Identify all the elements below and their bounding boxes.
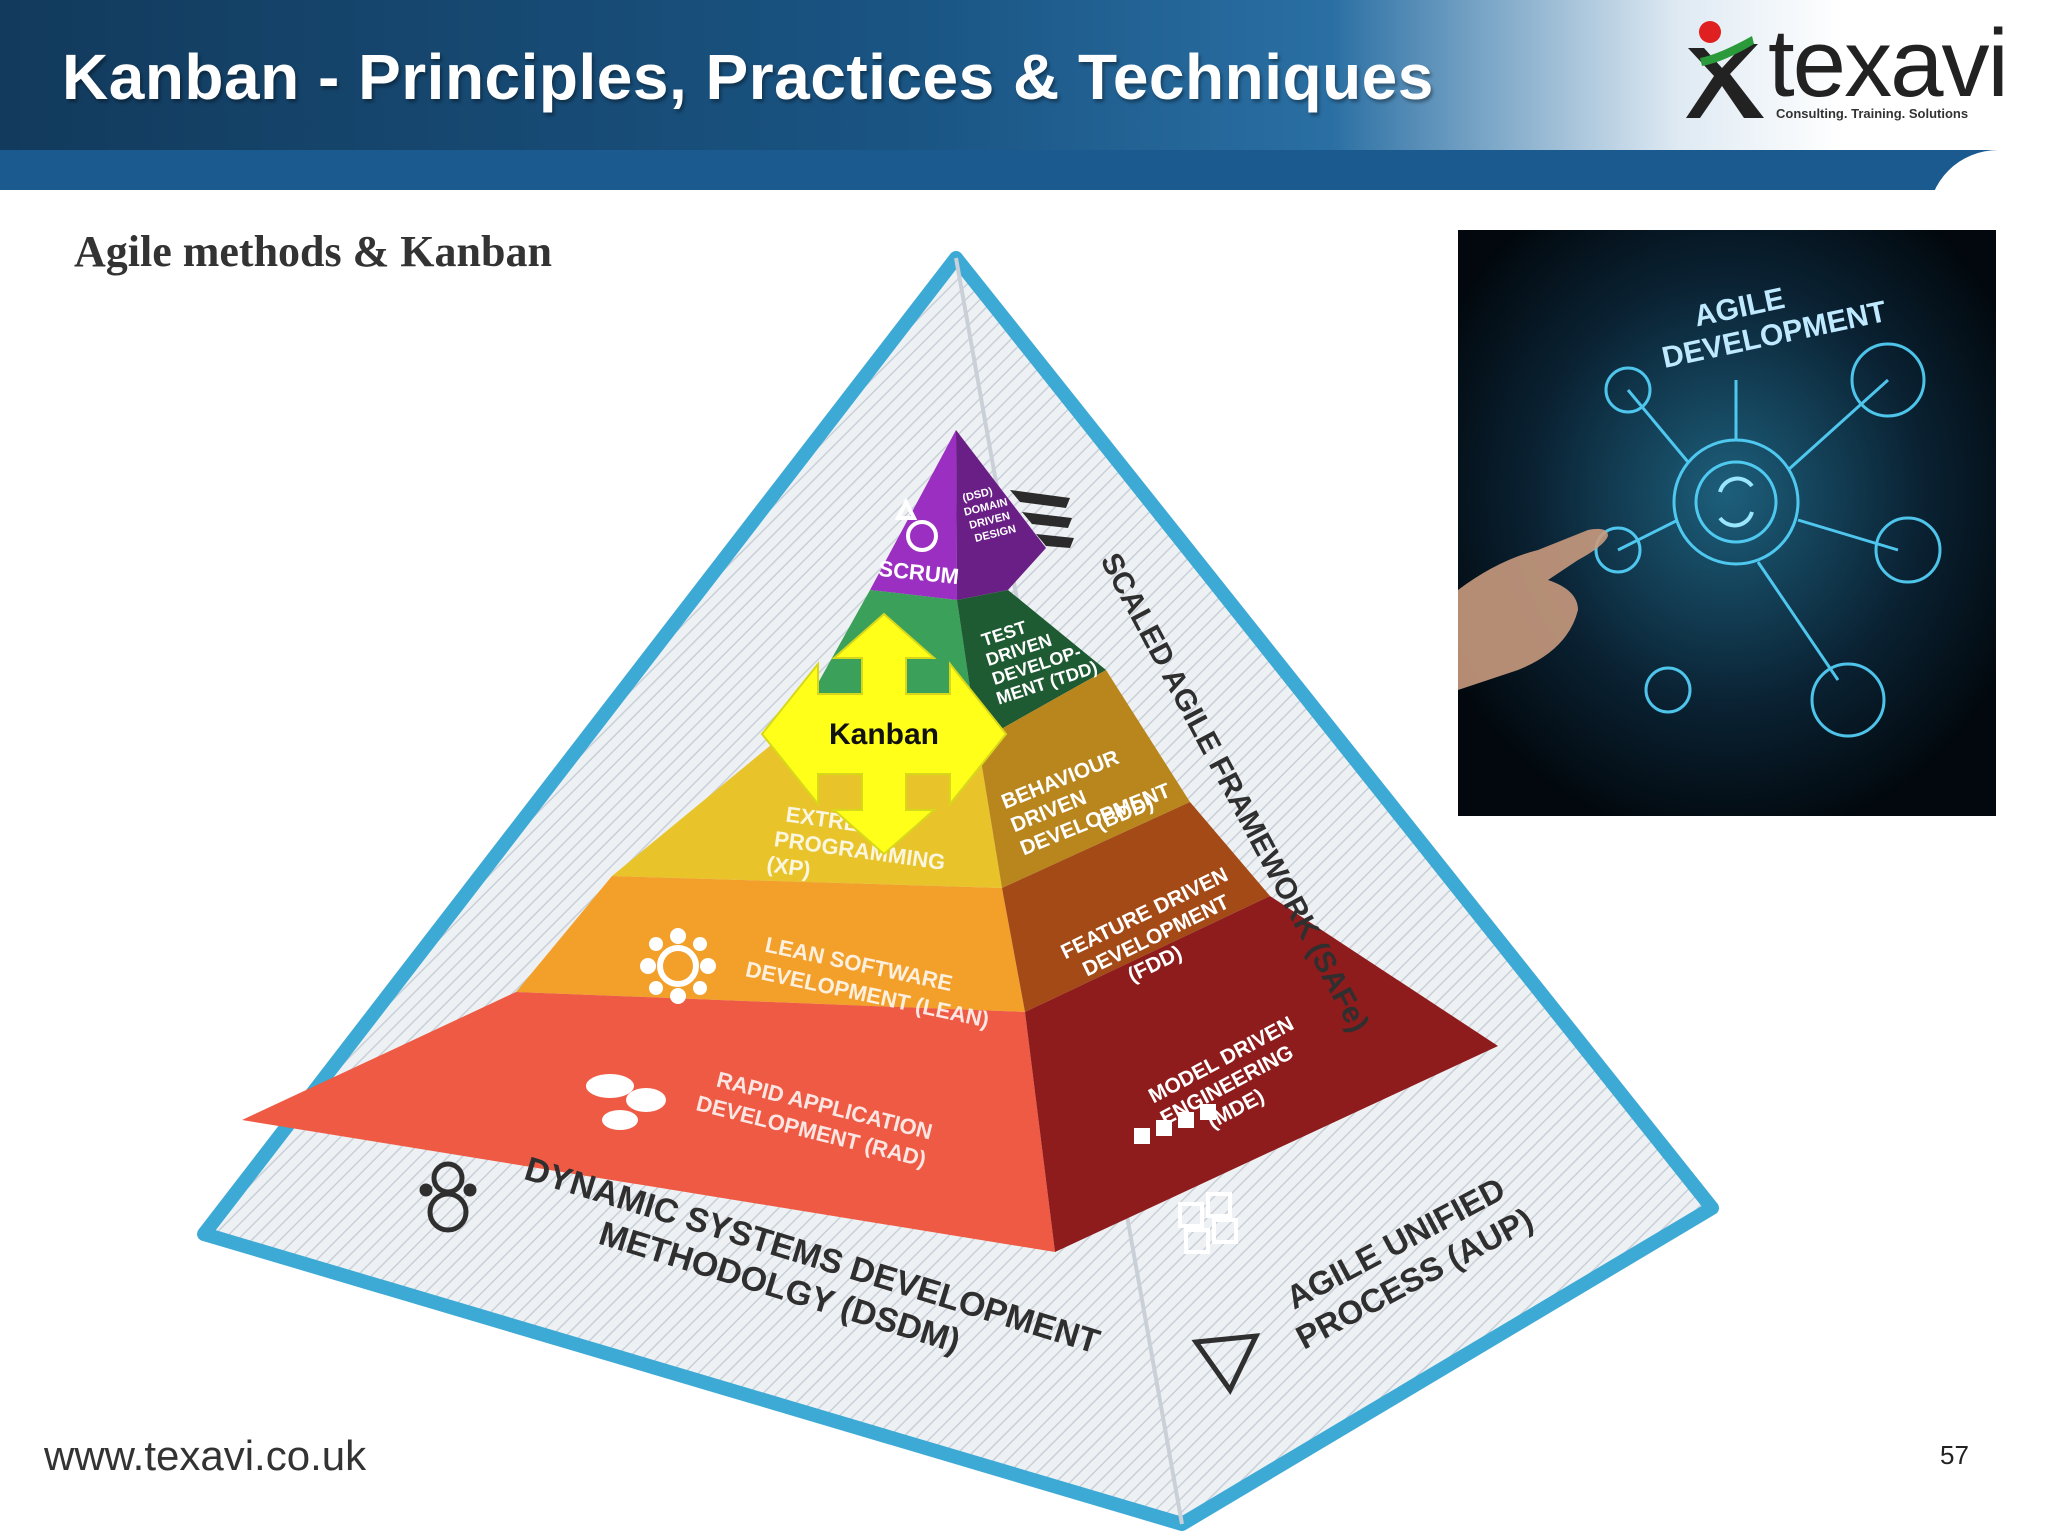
safe-stripes-icon [1010, 490, 1074, 548]
layer-rad [242, 992, 1055, 1252]
sync-icon [1718, 476, 1754, 528]
logo-wordmark: texavi [1768, 10, 2009, 117]
side-layer-ddd [956, 430, 1046, 600]
aup-triangle-icon [1191, 1333, 1261, 1395]
mde-icon [1178, 1192, 1238, 1254]
slide-title: Kanban - Principles, Practices & Techniq… [62, 41, 1434, 113]
scrum-icon [894, 497, 938, 552]
kanban-overlay-label: Kanban [829, 718, 939, 751]
header-stripe [0, 150, 2048, 190]
side-layer-bdd [978, 670, 1190, 888]
logo-tagline: Consulting. Training. Solutions [1776, 106, 1969, 121]
lean-icon [640, 928, 716, 1004]
fdd-icon [1134, 1104, 1216, 1144]
kanban-arrow-shape [760, 612, 1008, 856]
rad-icon [586, 1074, 666, 1130]
agile-development-photo: AGILE DEVELOPMENT [1458, 230, 1996, 816]
side-layer-fdd [1002, 802, 1270, 1012]
layer-xp-label-line3: (XP) [765, 851, 812, 882]
section-subtitle: Agile methods & Kanban [74, 227, 552, 276]
side-layer-mde [1025, 896, 1498, 1252]
page-number: 57 [1940, 1440, 1969, 1470]
agile-methods-pyramid: SCRUM EXTREME PROGRAMMING (XP) LEAN SOFT… [197, 251, 1719, 1531]
footer-url[interactable]: www.texavi.co.uk [44, 1432, 367, 1479]
side-layer-tdd [957, 590, 1106, 742]
layer-lean [516, 876, 1025, 1012]
kanban-overlay: Kanban [760, 612, 1008, 856]
hand-icon [1458, 528, 1608, 690]
texavi-logo: texavi Consulting. Training. Solutions [1680, 14, 2009, 126]
dsdm-icon [419, 1161, 477, 1233]
logo-figure-icon [1686, 21, 1764, 118]
